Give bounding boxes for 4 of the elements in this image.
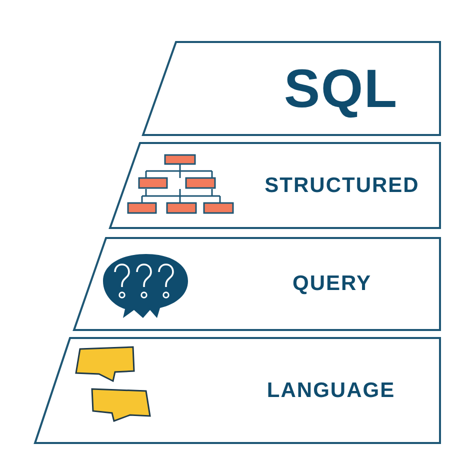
band-title: STRUCTURED (264, 174, 420, 198)
band-title: QUERY (292, 272, 372, 296)
band-title: LANGUAGE (266, 378, 396, 402)
band-title: SQL (284, 58, 398, 120)
